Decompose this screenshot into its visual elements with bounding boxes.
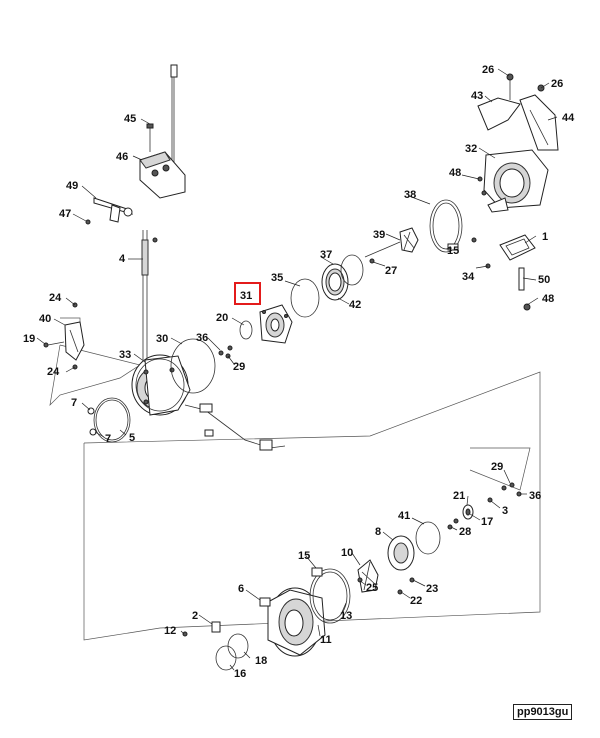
group-frames [49,317,541,641]
callout-20: 20 [216,312,228,324]
callout-45: 45 [124,113,136,125]
callout-49: 49 [66,180,78,192]
callout-38: 38 [404,189,416,201]
rings-35-37-42 [290,254,364,318]
callout-33: 33 [119,349,131,361]
callout-15-lower: 15 [298,550,310,562]
callout-17: 17 [481,516,493,528]
highlight-box-31 [234,282,261,305]
callout-31: 31 [240,290,252,302]
wire-harness [184,403,286,451]
callout-12: 12 [164,625,176,637]
callout-24-lower: 24 [47,366,60,378]
actuator-assembly [85,64,186,360]
turbine-housing-32 [477,73,559,213]
callout-40: 40 [39,313,51,325]
callout-26-top: 26 [482,64,494,76]
callout-7-lower: 7 [105,433,111,445]
compressor-assembly [182,482,522,671]
callout-1: 1 [542,231,548,243]
callout-7-upper: 7 [71,397,77,409]
callout-34: 34 [462,271,475,283]
center-housing-33 [131,354,191,416]
callout-41: 41 [398,510,410,522]
callout-5: 5 [129,432,135,444]
callout-29-lower: 29 [491,461,503,473]
callout-2: 2 [192,610,198,622]
callout-labels: 1 2 3 4 5 6 7 7 8 10 11 12 13 15 15 16 1… [23,64,575,680]
callout-6: 6 [238,583,244,595]
callout-8: 8 [375,526,381,538]
callout-44: 44 [562,112,575,124]
callout-19: 19 [23,333,35,345]
callout-25: 25 [366,582,378,594]
callout-42: 42 [349,299,361,311]
callout-23: 23 [426,583,438,595]
leader-lines [36,68,558,671]
callout-18: 18 [255,655,267,667]
callout-36-lower: 36 [529,490,541,502]
seals-5-7 [87,397,131,443]
callout-39: 39 [373,229,385,241]
callout-27: 27 [385,265,397,277]
o-ring-30 [170,338,216,394]
callout-50: 50 [538,274,550,286]
callout-36-upper: 36 [196,332,208,344]
turbine-wheel [364,227,419,264]
callout-35: 35 [271,272,283,284]
bracket-40 [43,302,85,370]
diagram-code-label: pp9013gu [513,704,573,720]
callout-15-upper: 15 [447,245,459,257]
callout-22: 22 [410,595,422,607]
callout-48-lower: 48 [542,293,554,305]
callout-30: 30 [156,333,168,345]
callout-13: 13 [340,610,352,622]
callout-37: 37 [320,249,332,261]
callout-10: 10 [341,547,353,559]
gasket-1 [471,234,536,311]
callout-24-upper: 24 [49,292,62,304]
callout-32: 32 [465,143,477,155]
callout-11: 11 [320,634,332,646]
callout-47: 47 [59,208,71,220]
callout-43: 43 [471,90,483,102]
callout-26-right: 26 [551,78,563,90]
callout-3: 3 [502,505,508,517]
callout-16: 16 [234,668,246,680]
bearing-parts [218,304,293,359]
callout-4: 4 [119,253,126,265]
callout-29-upper: 29 [233,361,245,373]
callout-48-upper: 48 [449,167,461,179]
callout-28: 28 [459,526,471,538]
callout-21: 21 [453,490,465,502]
callout-46: 46 [116,151,128,163]
